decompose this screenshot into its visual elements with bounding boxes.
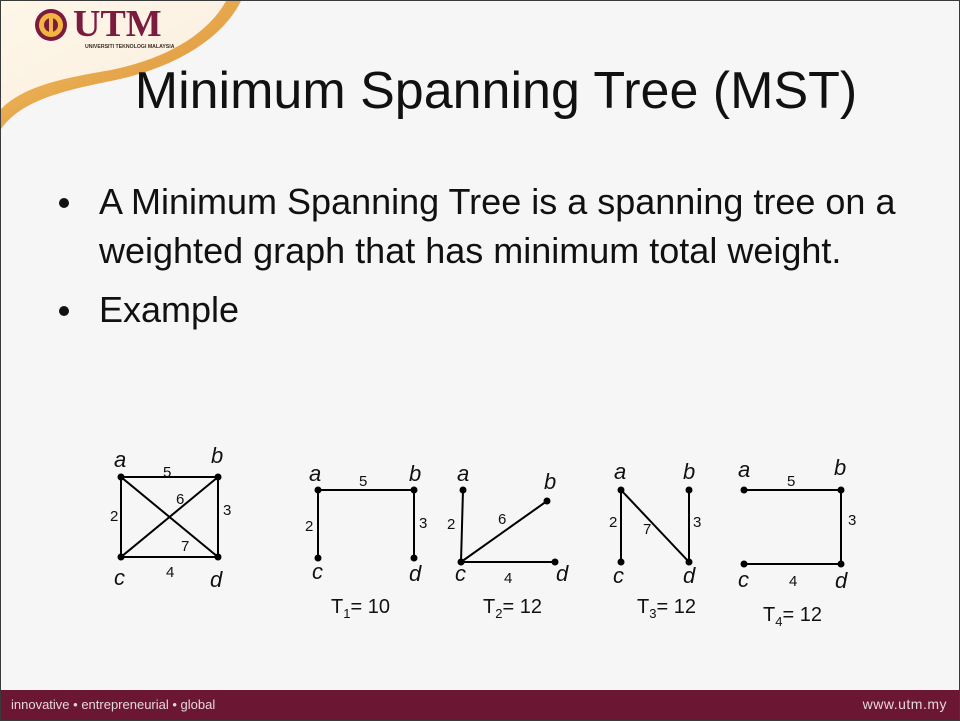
edge-weight: 2 [305, 518, 313, 535]
vertex-label: c [114, 565, 125, 590]
bullet-dot-icon [59, 198, 69, 208]
graph-figures: a b c d 5 2 3 4 6 7 a b c [110, 443, 856, 629]
utm-seal-icon [35, 9, 67, 41]
vertex-label: a [738, 457, 750, 482]
bullet-item: Example [59, 285, 909, 334]
footer-bar: innovative • entrepreneurial • global ww… [1, 690, 959, 720]
vertex-label: c [455, 561, 466, 586]
edge-weight: 3 [693, 514, 701, 531]
vertex-label: b [211, 443, 223, 468]
edge-weight: 4 [504, 570, 512, 587]
edge-weight: 5 [163, 464, 171, 481]
vertex-label: a [309, 461, 321, 486]
vertex-label: a [614, 459, 626, 484]
edge-weight: 2 [447, 516, 455, 533]
vertex-label: d [409, 561, 422, 586]
edge-weight: 2 [110, 508, 118, 525]
edge-weight: 7 [181, 538, 189, 555]
original-graph-labels: a b c d 5 2 3 4 6 7 [110, 443, 231, 592]
bullet-text: A Minimum Spanning Tree is a spanning tr… [99, 181, 896, 271]
tree-weight-label: T2= 12 [483, 596, 542, 621]
bullet-text: Example [99, 289, 240, 330]
edge-weight: 4 [789, 573, 797, 590]
edge-weight: 6 [498, 511, 506, 528]
edge-weight: 3 [419, 515, 427, 532]
vertex-label: c [312, 559, 323, 584]
edge-weight: 7 [643, 521, 651, 538]
tree-t3: a b c d 2 7 3 T3= 12 [609, 459, 701, 621]
vertex-label: b [683, 459, 695, 484]
original-graph [120, 476, 219, 558]
edge-weight: 5 [787, 473, 795, 490]
vertex-label: b [544, 469, 556, 494]
footer-tagline: innovative • entrepreneurial • global [11, 697, 216, 712]
vertex-label: a [114, 447, 126, 472]
vertex-label: c [613, 563, 624, 588]
edge-weight: 3 [223, 502, 231, 519]
slide-title: Minimum Spanning Tree (MST) [134, 62, 858, 120]
edge-weight: 4 [166, 564, 174, 581]
tree-weight-label: T1= 10 [331, 596, 390, 621]
edge-ad [120, 476, 219, 558]
vertex-label: a [457, 461, 469, 486]
vertex-label: d [556, 561, 569, 586]
utm-logo: UTM UNIVERSITI TEKNOLOGI MALAYSIA [33, 3, 174, 60]
tree-weight-label: T3= 12 [637, 596, 696, 621]
edge-weight: 5 [359, 473, 367, 490]
vertex-b [214, 473, 222, 481]
vertex-label: d [683, 563, 696, 588]
vertex-label: c [738, 567, 749, 592]
edge-weight: 6 [176, 491, 184, 508]
vertex-label: b [834, 455, 846, 480]
tree-t1: a b c d 5 2 3 T1= 10 [305, 461, 427, 621]
vertex-c [117, 553, 125, 561]
edge-weight: 2 [609, 514, 617, 531]
tree-t4: a b c d 5 3 4 T4= 12 [738, 455, 856, 629]
bullet-item: A Minimum Spanning Tree is a spanning tr… [59, 177, 909, 275]
bullet-list: A Minimum Spanning Tree is a spanning tr… [59, 177, 909, 344]
vertex-label: d [835, 568, 848, 593]
footer-url: www.utm.my [862, 696, 947, 712]
logo-wordmark: UTM [73, 3, 162, 45]
original-graph-vertices [117, 473, 222, 561]
bullet-dot-icon [59, 306, 69, 316]
edge-weight: 3 [848, 512, 856, 529]
vertex-a [117, 473, 125, 481]
vertex-label: d [210, 567, 223, 592]
tree-t2: a b c d 2 6 4 T2= 12 [447, 461, 569, 621]
vertex-d [214, 553, 222, 561]
vertex-label: b [409, 461, 421, 486]
tree-weight-label: T4= 12 [763, 604, 822, 629]
logo-subtext: UNIVERSITI TEKNOLOGI MALAYSIA [85, 44, 175, 50]
